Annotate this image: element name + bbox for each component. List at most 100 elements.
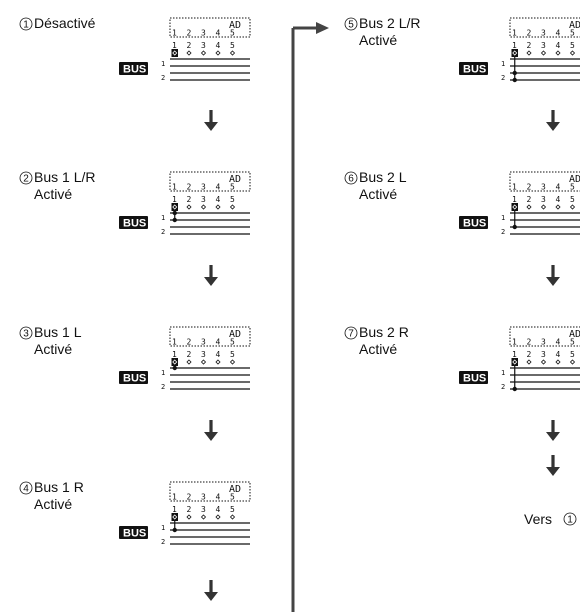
step-number-circle	[19, 17, 33, 31]
lcd-top-digit: 4	[556, 183, 561, 192]
bus-tap-dot	[172, 365, 177, 371]
lcd-channel-digit: 4	[216, 350, 221, 359]
channel-diamond-icon	[186, 514, 192, 520]
bus-number-2: 2	[161, 538, 165, 546]
step-title: Désactivé	[34, 15, 96, 31]
bus-tap-dot	[172, 217, 177, 223]
lcd-top-digit: 1	[172, 183, 177, 192]
lcd-channel-digit: 5	[230, 505, 235, 514]
bus-badge	[119, 526, 148, 539]
channel-diamond-icon	[540, 359, 547, 365]
channel-diamond-icon	[512, 359, 518, 365]
down-arrow-icon	[546, 265, 560, 286]
bus-number-2: 2	[501, 228, 505, 236]
channel-diamond-icon	[229, 204, 236, 210]
channel-diamond-icon	[555, 359, 561, 365]
lcd-channel-digit: 2	[187, 41, 192, 50]
step-title: Bus 1 L/R	[34, 169, 95, 185]
lcd-ad-label: AD	[229, 174, 241, 185]
step-status: Activé	[34, 496, 72, 512]
lcd-channel-digit: 4	[216, 505, 221, 514]
step-number-circle	[19, 481, 33, 495]
selected-channel-box	[511, 49, 518, 57]
channel-diamond-icon	[540, 204, 547, 210]
channel-diamond-icon	[172, 359, 178, 365]
lcd-top-digit: 2	[187, 183, 192, 192]
lcd-channel-digit: 5	[570, 41, 575, 50]
lcd-channel-digit: 5	[230, 195, 235, 204]
lcd-channel-digit: 3	[541, 350, 546, 359]
lcd-frame	[509, 17, 580, 38]
lcd-channel-digit: 1	[512, 350, 517, 359]
lcd-channel-digit: 4	[216, 195, 221, 204]
lcd-channel-digit: 2	[187, 350, 192, 359]
lcd-channel-digit: 3	[201, 195, 206, 204]
step-number: 5	[348, 20, 354, 31]
lcd-frame	[169, 17, 251, 38]
selected-channel-box	[171, 203, 178, 211]
bus-number-2: 2	[161, 383, 165, 391]
return-connector	[291, 22, 329, 612]
selected-channel-box	[511, 203, 518, 211]
down-arrow-icon	[204, 420, 218, 441]
step-title: Bus 2 L	[359, 169, 407, 185]
lcd-top-digit: 2	[187, 493, 192, 502]
lcd-channel-digit: 5	[230, 350, 235, 359]
lcd-top-digit: 5	[570, 183, 575, 192]
bus-badge	[459, 371, 488, 384]
lcd-top-digit: 5	[230, 493, 235, 502]
step-number: 1	[23, 20, 29, 31]
lcd-channel-digit: 3	[201, 350, 206, 359]
lcd-channel-digit: 4	[556, 41, 561, 50]
channel-diamond-icon	[172, 50, 178, 56]
bus-number-1: 1	[501, 214, 505, 222]
bus-label: BUS	[463, 64, 486, 76]
channel-diamond-icon	[215, 359, 221, 365]
channel-diamond-icon	[200, 50, 207, 56]
bus-number-2: 2	[501, 383, 505, 391]
down-arrow-icon	[546, 455, 560, 476]
lcd-channel-digit: 1	[512, 195, 517, 204]
lcd-top-digit: 3	[201, 183, 206, 192]
lcd-channel-digit: 3	[201, 41, 206, 50]
lcd-ad-label: AD	[229, 20, 241, 31]
lcd-channel-digit: 5	[570, 195, 575, 204]
lcd-top-digit: 1	[172, 493, 177, 502]
lcd-top-digit: 1	[512, 29, 517, 38]
step-status: Activé	[359, 341, 397, 357]
lcd-top-digit: 3	[541, 183, 546, 192]
bus-badge	[119, 371, 148, 384]
channel-diamond-icon	[200, 359, 207, 365]
bus-label: BUS	[463, 218, 486, 230]
lcd-top-digit: 3	[541, 338, 546, 347]
bus-label: BUS	[123, 64, 146, 76]
vers-text: Vers	[524, 511, 552, 527]
lcd-channel-digit: 1	[172, 350, 177, 359]
channel-diamond-icon	[229, 514, 236, 520]
step-number: 7	[348, 329, 354, 340]
lcd-channel-digit: 2	[527, 41, 532, 50]
bus-tap-dot	[172, 527, 177, 533]
channel-diamond-icon	[200, 204, 207, 210]
step-title: Bus 2 R	[359, 324, 409, 340]
lcd-ad-label: AD	[569, 174, 580, 185]
channel-diamond-icon	[526, 359, 532, 365]
lcd-frame	[509, 171, 580, 192]
channel-diamond-icon	[215, 50, 221, 56]
lcd-top-digit: 1	[172, 338, 177, 347]
channel-diamond-icon	[569, 204, 576, 210]
bus-number-1: 1	[501, 369, 505, 377]
lcd-channel-digit: 1	[172, 505, 177, 514]
lcd-channel-digit: 5	[570, 350, 575, 359]
lcd-top-digit: 4	[216, 183, 221, 192]
lcd-ad-label: AD	[569, 329, 580, 340]
bus-badge	[459, 216, 488, 229]
step-number-circle	[344, 171, 358, 185]
bus-number-2: 2	[161, 74, 165, 82]
